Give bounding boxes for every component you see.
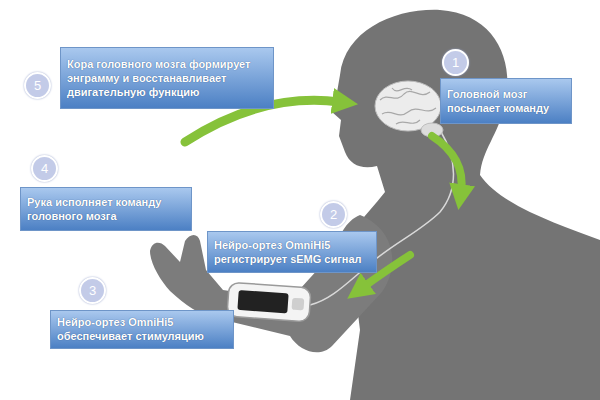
callout-circle: 3 — [79, 277, 106, 304]
nerve-line — [310, 130, 454, 305]
callout-number: 2 — [330, 207, 337, 222]
callout-number: 4 — [41, 161, 48, 176]
step-text: Рука исполняет команду головного мозга — [27, 195, 185, 224]
step-box: Нейро-ортез OmniHi5 регистрирует sEMG си… — [207, 231, 377, 273]
person-silhouette — [332, 10, 600, 400]
flow-arrow — [432, 136, 462, 192]
callout-number: 1 — [452, 55, 459, 70]
orthosis-device — [227, 282, 311, 322]
step-text: Кора головного мозга формирует энграмму … — [67, 57, 267, 100]
device-button — [292, 298, 305, 311]
step-box: Кора головного мозга формирует энграмму … — [60, 47, 274, 109]
step-box: Нейро-ортез OmniHi5 обеспечивает стимуля… — [50, 310, 234, 349]
device-body — [227, 282, 311, 322]
callout-circle: 4 — [31, 155, 58, 182]
step-box: Рука исполняет команду головного мозга — [20, 187, 192, 231]
step-text: Головной мозг посылает команду — [447, 87, 565, 116]
callout-number: 3 — [89, 283, 96, 298]
brain-folds — [380, 88, 436, 124]
callout-circle: 2 — [320, 201, 347, 228]
step-box: Головной мозг посылает команду — [440, 78, 572, 124]
step-text: Нейро-ортез OmniHi5 регистрирует sEMG си… — [214, 238, 370, 267]
device-screen — [237, 290, 288, 313]
callout-number: 5 — [34, 78, 41, 93]
callout-circle: 5 — [24, 72, 51, 99]
step-text: Нейро-ортез OmniHi5 обеспечивает стимуля… — [57, 315, 227, 344]
callout-circle: 1 — [442, 49, 469, 76]
